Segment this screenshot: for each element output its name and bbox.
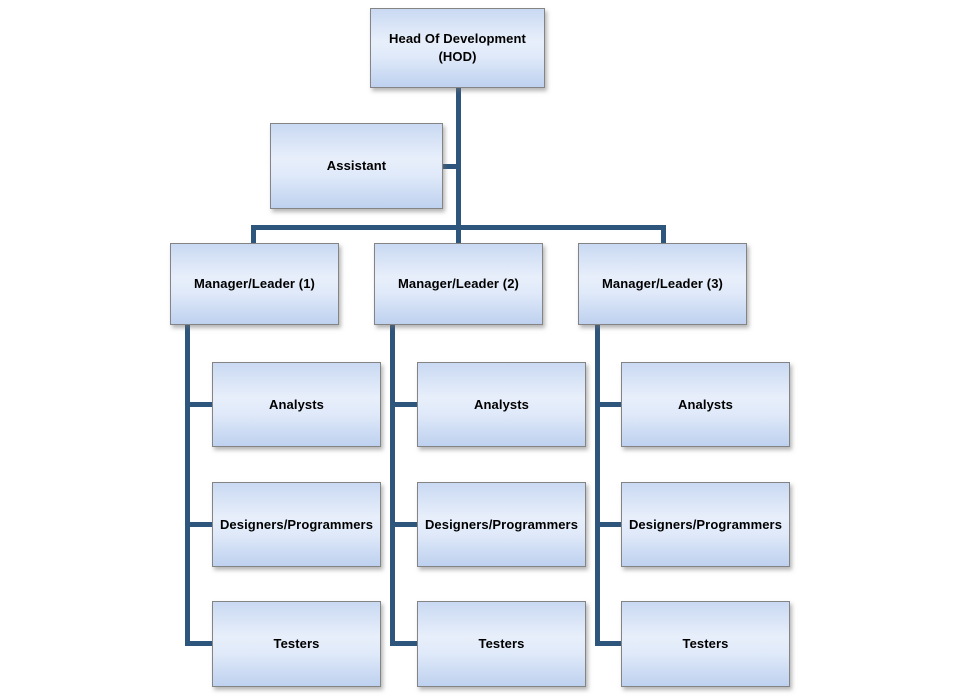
node-manager-2-label: Manager/Leader (2) bbox=[397, 276, 519, 292]
connector-col1-designers-stub bbox=[185, 522, 212, 527]
connector-col2-designers-stub bbox=[390, 522, 417, 527]
connector-col1-analysts-stub bbox=[185, 402, 212, 407]
connector-col2-analysts-stub bbox=[390, 402, 417, 407]
connector-manager3-drop bbox=[661, 230, 666, 243]
connector-assistant-stub bbox=[443, 164, 456, 169]
node-designers-programmers-3-label: Designers/Programmers bbox=[628, 516, 783, 532]
connector-col3-analysts-stub bbox=[595, 402, 621, 407]
connector-col2-testers-stub bbox=[390, 641, 417, 646]
connector-manager1-drop bbox=[251, 230, 256, 243]
node-testers-3-label: Testers bbox=[682, 636, 729, 652]
node-manager-2: Manager/Leader (2) bbox=[374, 243, 543, 325]
node-manager-3-label: Manager/Leader (3) bbox=[601, 276, 723, 292]
node-manager-1-label: Manager/Leader (1) bbox=[193, 276, 315, 292]
node-designers-programmers-1-label: Designers/Programmers bbox=[219, 516, 374, 532]
node-testers-1: Testers bbox=[212, 601, 381, 687]
connector-col2-vertical bbox=[390, 325, 395, 646]
node-testers-2: Testers bbox=[417, 601, 586, 687]
node-testers-3: Testers bbox=[621, 601, 790, 687]
node-analysts-3: Analysts bbox=[621, 362, 790, 447]
node-designers-programmers-1: Designers/Programmers bbox=[212, 482, 381, 567]
node-head-of-development: Head Of Development (HOD) bbox=[370, 8, 545, 88]
node-testers-1-label: Testers bbox=[273, 636, 320, 652]
node-testers-2-label: Testers bbox=[478, 636, 525, 652]
node-designers-programmers-2: Designers/Programmers bbox=[417, 482, 586, 567]
connector-root-drop bbox=[456, 88, 461, 243]
connector-col1-vertical bbox=[185, 325, 190, 646]
node-manager-1: Manager/Leader (1) bbox=[170, 243, 339, 325]
connector-col3-vertical bbox=[595, 325, 600, 646]
node-assistant-label: Assistant bbox=[326, 158, 387, 174]
node-analysts-1-label: Analysts bbox=[269, 396, 324, 412]
node-analysts-1: Analysts bbox=[212, 362, 381, 447]
node-analysts-3-label: Analysts bbox=[678, 396, 733, 412]
node-analysts-2: Analysts bbox=[417, 362, 586, 447]
node-head-of-development-label: Head Of Development (HOD) bbox=[389, 31, 526, 64]
connector-trunk bbox=[251, 225, 666, 230]
connector-col3-designers-stub bbox=[595, 522, 621, 527]
node-designers-programmers-2-label: Designers/Programmers bbox=[424, 516, 579, 532]
node-analysts-2-label: Analysts bbox=[474, 396, 529, 412]
connector-col1-testers-stub bbox=[185, 641, 212, 646]
node-manager-3: Manager/Leader (3) bbox=[578, 243, 747, 325]
node-assistant: Assistant bbox=[270, 123, 443, 209]
node-designers-programmers-3: Designers/Programmers bbox=[621, 482, 790, 567]
connector-col3-testers-stub bbox=[595, 641, 621, 646]
